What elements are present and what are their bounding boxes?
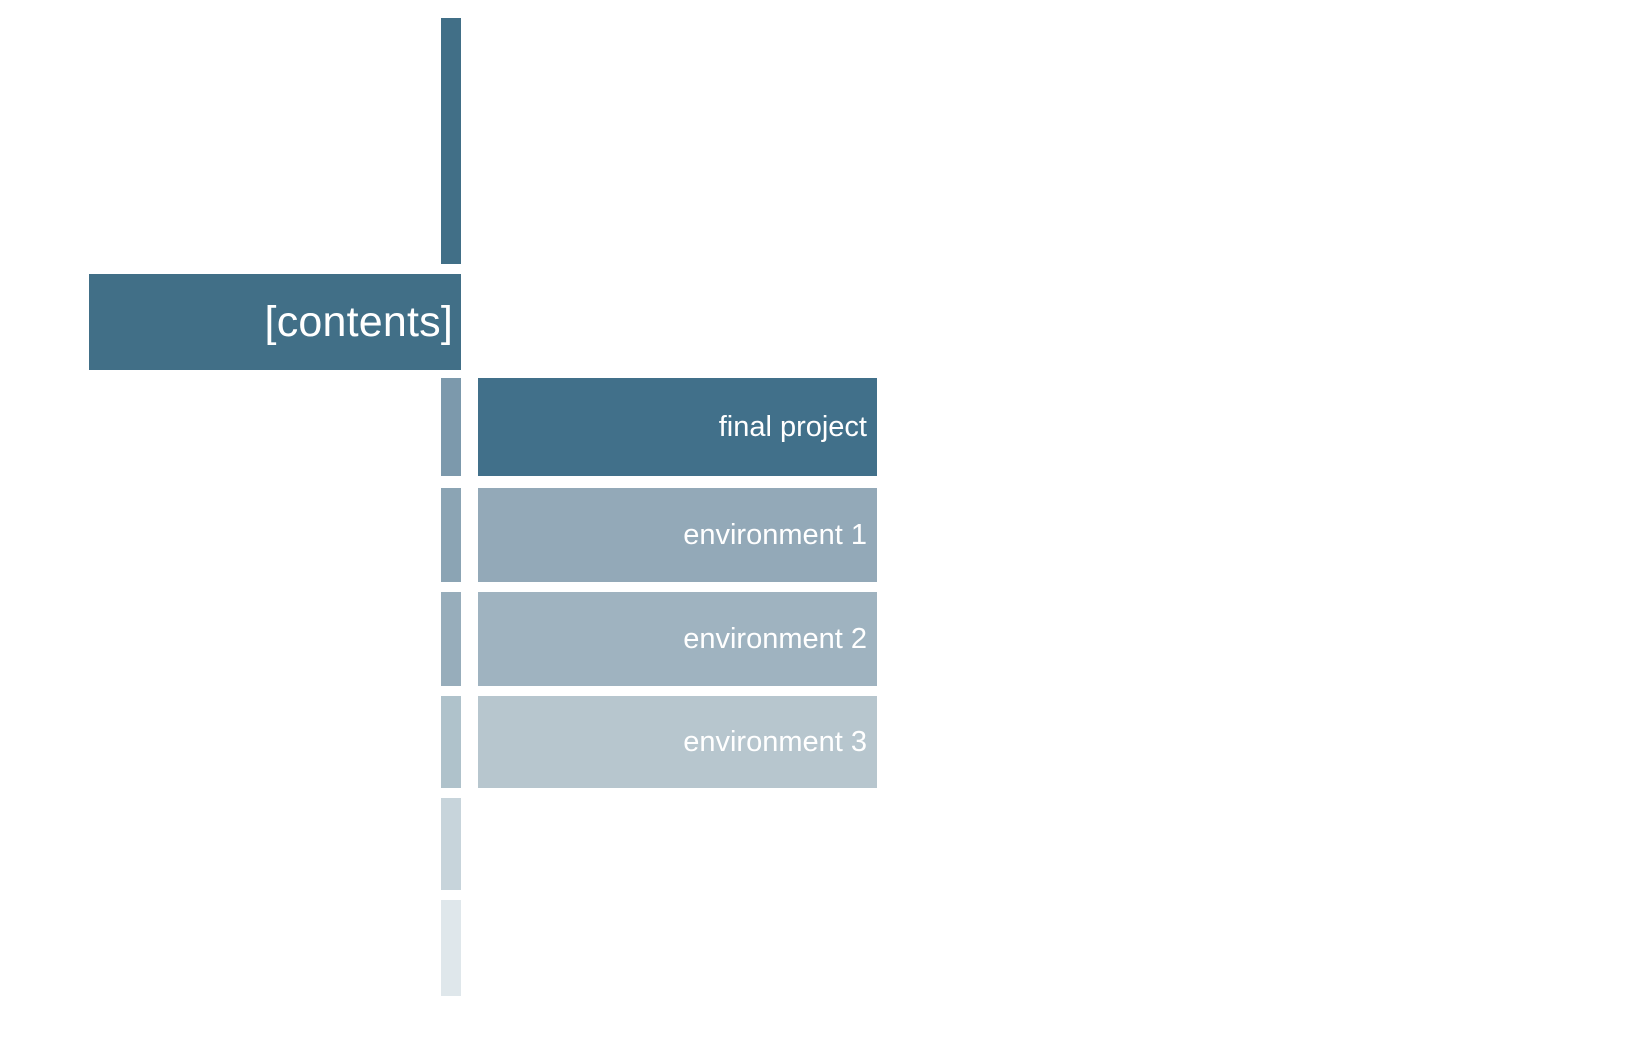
item-label: environment 1 [683, 518, 867, 551]
spine-stub-6 [441, 900, 461, 996]
item-bar-environment-2[interactable]: environment 2 [478, 592, 877, 686]
contents-header-label: [contents] [264, 297, 453, 346]
contents-header-block[interactable]: [contents] [89, 274, 461, 370]
spine-stub-2 [441, 488, 461, 582]
spine-segment-top [441, 18, 461, 264]
spine-stub-4 [441, 696, 461, 788]
item-bar-environment-3[interactable]: environment 3 [478, 696, 877, 788]
item-bar-environment-1[interactable]: environment 1 [478, 488, 877, 582]
spine-stub-5 [441, 798, 461, 890]
spine-stub-3 [441, 592, 461, 686]
spine-stub-1 [441, 378, 461, 476]
item-label: environment 3 [683, 725, 867, 758]
item-bar-final-project[interactable]: final project [478, 378, 877, 476]
item-label: final project [718, 410, 867, 443]
item-label: environment 2 [683, 622, 867, 655]
